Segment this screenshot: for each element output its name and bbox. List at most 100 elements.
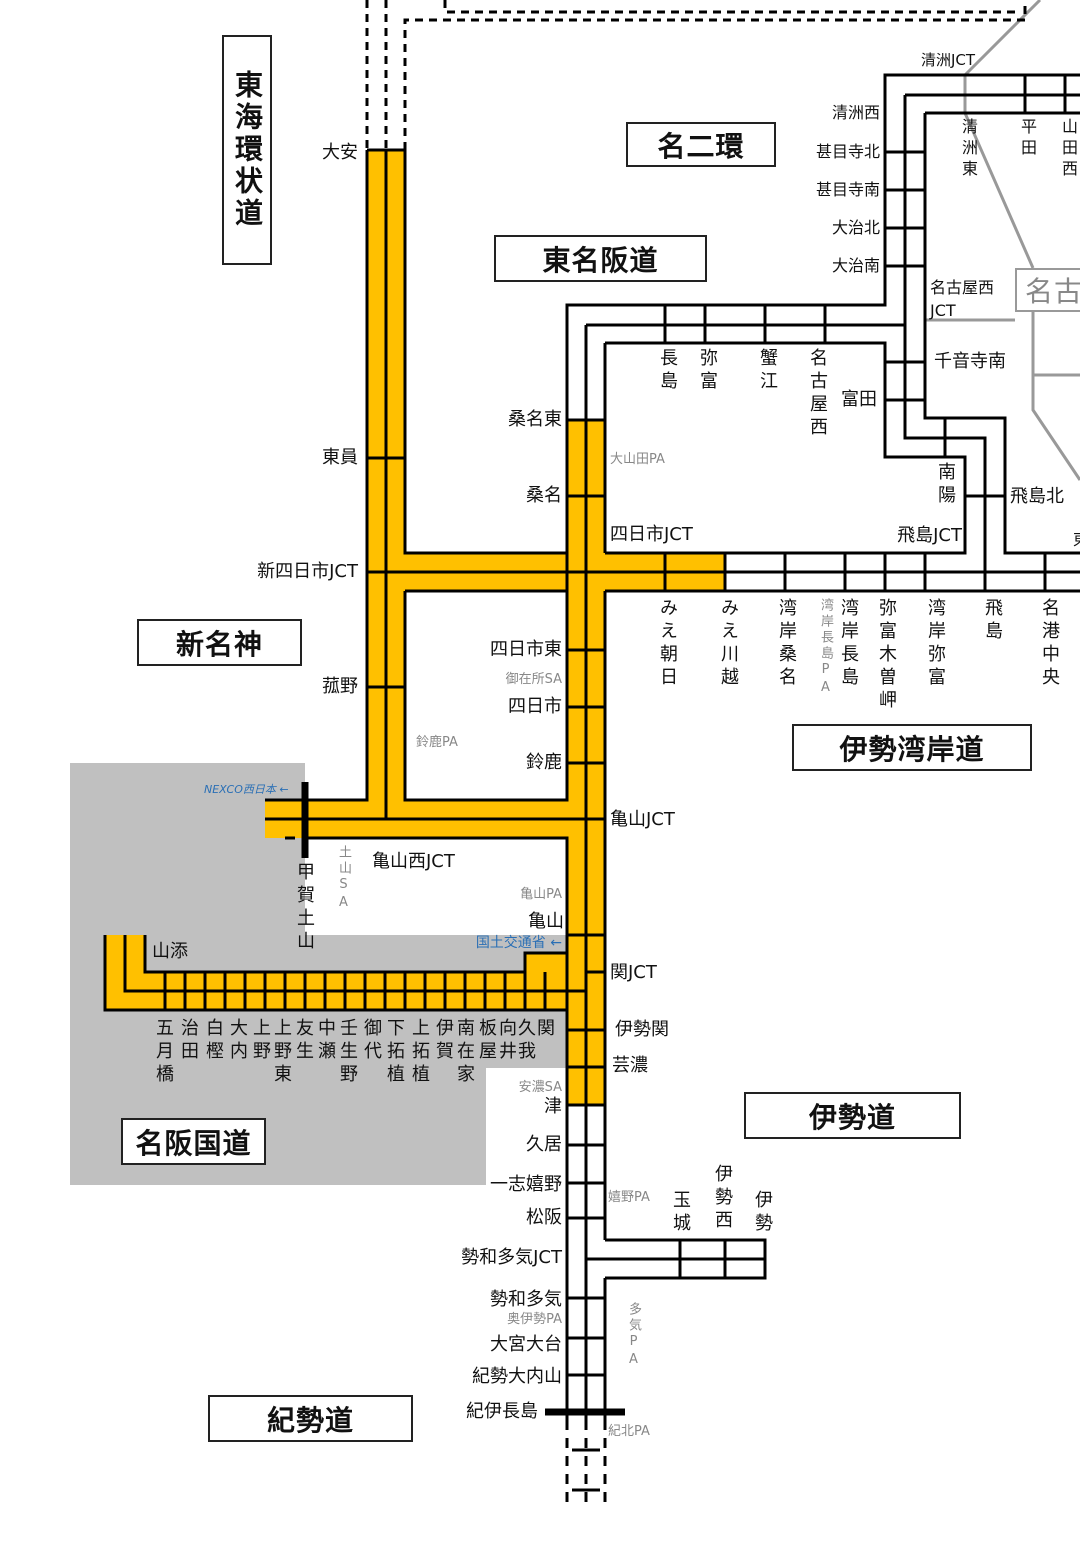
- pa-label: 大山田PA: [610, 452, 665, 467]
- ic-label: 清洲西: [831, 103, 880, 122]
- ic-label: 五月橋: [153, 1018, 174, 1087]
- ic-label: 名港中央: [1039, 598, 1060, 690]
- ic-label: 大宮大台: [490, 1334, 562, 1355]
- ic-label: 山田西: [1059, 118, 1078, 181]
- mlit-boundary-label: 国土交通省 ←: [475, 935, 562, 951]
- ic-label: 向井: [496, 1018, 517, 1064]
- ic-label: 松阪: [526, 1207, 562, 1228]
- ic-label: 紀伊長島: [466, 1401, 538, 1422]
- pa-label: 多気PA: [626, 1302, 641, 1370]
- pa-label: 湾岸長島PA: [818, 598, 833, 698]
- jct-label: 清洲JCT: [920, 51, 975, 69]
- ic-label: 甲賀土山: [294, 862, 315, 954]
- sa-label: 御在所SA: [505, 672, 562, 687]
- ic-label: 伊勢西: [712, 1164, 733, 1233]
- ic-label: 紀勢大内山: [472, 1366, 562, 1387]
- ic-label: 下拓植: [384, 1018, 405, 1087]
- route-box-meihan: 名阪国道: [121, 1118, 266, 1165]
- ic-label: 上野東: [271, 1018, 292, 1087]
- ic-label: 白樫: [203, 1018, 224, 1064]
- ic-label: 久我: [515, 1018, 536, 1064]
- ic-label: 上拓植: [409, 1018, 430, 1087]
- pa-label: 鈴鹿PA: [416, 735, 458, 750]
- ic-label: 中瀬: [315, 1018, 336, 1064]
- ic-label: 伊勢関: [615, 1019, 669, 1040]
- route-box-nijikan: 名二環: [626, 122, 776, 167]
- jct-label: 名古屋西: [930, 278, 995, 297]
- jct-label: 亀山JCT: [610, 809, 675, 830]
- jct-label: 四日市JCT: [610, 524, 693, 545]
- jct-label: 飛島JCT: [897, 525, 962, 546]
- ic-label: 玉城: [670, 1190, 691, 1236]
- ic-label: 飛島: [982, 598, 1003, 644]
- ic-label: 湾岸長島: [838, 598, 859, 690]
- ic-label: 関: [534, 1018, 555, 1041]
- route-box-shinmeishin: 新名神: [137, 619, 302, 666]
- ic-label: 一志嬉野: [490, 1174, 562, 1195]
- ic-label: 名古屋西: [807, 348, 828, 440]
- ic-label: 御代: [361, 1018, 382, 1064]
- ic-label: 四日市: [508, 696, 562, 717]
- ic-label: 亀山: [528, 911, 564, 932]
- route-box-ise: 伊勢道: [744, 1092, 961, 1139]
- sa-label: 安濃SA: [518, 1080, 562, 1095]
- ic-label: 山添: [152, 941, 188, 962]
- ic-label: 平田: [1018, 118, 1037, 160]
- ic-label: 津: [544, 1096, 562, 1117]
- ic-label: 湾岸桑名: [776, 598, 797, 690]
- ic-label: 新四日市JCT: [257, 561, 358, 582]
- ic-label: 桑名: [526, 485, 562, 506]
- ic-label: 甚目寺北: [815, 142, 880, 161]
- ic-label: 伊勢: [752, 1190, 773, 1236]
- ic-label: 大治北: [831, 218, 880, 237]
- ic-label: 湾岸弥富: [925, 598, 946, 690]
- ic-label: 清洲東: [959, 118, 978, 181]
- pa-label: 紀北PA: [608, 1424, 650, 1439]
- route-box-tokai-kanjo: 東海環状道: [222, 35, 272, 265]
- jct-label: JCT: [930, 301, 956, 320]
- ic-label: 勢和多気JCT: [461, 1247, 562, 1268]
- ic-label: 蟹江: [757, 348, 778, 394]
- route-box-tomeihan: 東名阪道: [494, 235, 707, 282]
- ic-label: 南陽: [935, 462, 956, 508]
- ic-label: 桑名東: [508, 409, 562, 430]
- ic-label: 芸濃: [612, 1055, 648, 1076]
- ic-label: みえ川越: [718, 598, 739, 690]
- ic-label: 東: [1073, 530, 1080, 550]
- ic-label: 弥富: [697, 348, 718, 394]
- ic-label: 板屋: [476, 1018, 497, 1064]
- jct-label: 関JCT: [610, 962, 657, 983]
- ic-label: 治田: [178, 1018, 199, 1064]
- ic-label: 勢和多気: [490, 1289, 562, 1310]
- pa-label: 嬉野PA: [608, 1190, 650, 1205]
- ic-label: みえ朝日: [657, 598, 678, 690]
- ic-label: 大治南: [831, 256, 880, 275]
- sa-label: 土山SA: [336, 845, 351, 913]
- nexco-boundary-label: NEXCO西日本 ←: [204, 783, 289, 796]
- pa-label: 奥伊勢PA: [507, 1312, 562, 1327]
- ic-label: 鈴鹿: [526, 752, 562, 773]
- ic-label: 大内: [227, 1018, 248, 1064]
- route-box-isewangan: 伊勢湾岸道: [792, 724, 1032, 771]
- expressway-lines: [103, 0, 1080, 1505]
- jct-label: 亀山西JCT: [372, 851, 455, 872]
- ic-label: 甚目寺南: [815, 180, 880, 199]
- ic-label: 久居: [526, 1134, 562, 1155]
- ic-label: 東員: [322, 447, 358, 468]
- ic-label: 大安: [322, 142, 358, 163]
- ic-label: 富田: [841, 389, 877, 410]
- ic-label: 上野: [250, 1018, 271, 1064]
- ic-label: 弥富木曽岬: [876, 598, 897, 713]
- ic-label: 四日市東: [490, 639, 562, 660]
- ic-label: 壬生野: [337, 1018, 358, 1087]
- ic-label: 南在家: [454, 1018, 475, 1087]
- route-box-kisei: 紀勢道: [208, 1395, 413, 1442]
- ic-label: 長島: [657, 348, 678, 394]
- ic-label: 飛島北: [1010, 486, 1064, 507]
- ic-label: 友生: [293, 1018, 314, 1064]
- ic-label: 千音寺南: [934, 351, 1006, 372]
- ic-label: 伊賀: [433, 1018, 454, 1064]
- nagoya-expressway: [925, 0, 1080, 481]
